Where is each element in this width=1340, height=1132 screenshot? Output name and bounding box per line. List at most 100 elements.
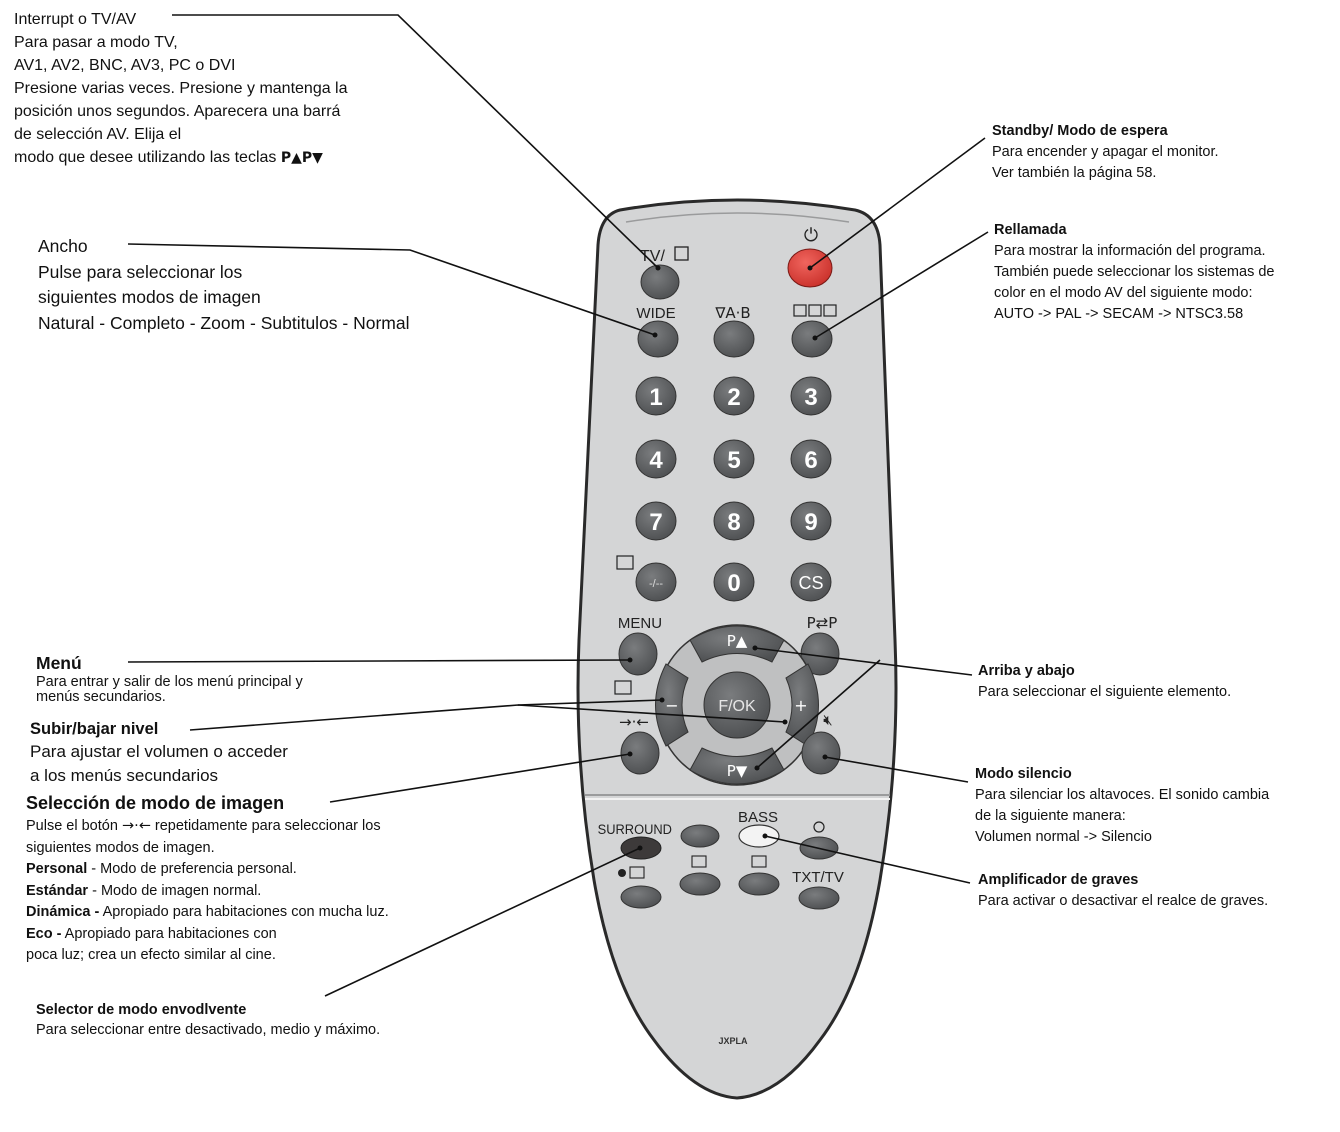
- leader-dot-vol-right: [782, 719, 788, 725]
- annotation-picture-intro-b: repetidamente para seleccionar los: [150, 818, 381, 834]
- teletext-button-2[interactable]: [679, 872, 721, 896]
- digit-7-button[interactable]: [635, 501, 677, 541]
- digit-9-label: 9: [804, 509, 817, 536]
- digit-1-label: 1: [649, 384, 662, 411]
- annotation-arriba-abajo: Arriba y abajo Para seleccionar el sigui…: [978, 661, 1231, 703]
- annotation-volume-title: Subir/bajar nivel: [30, 720, 159, 738]
- annotation-picture-mode-2: Estándar - Modo de imagen normal.: [26, 881, 389, 903]
- annotation-surround-title: Selector de modo envodlvente: [36, 1002, 247, 1018]
- cs-button[interactable]: [790, 562, 832, 602]
- bass-label: BASS: [738, 809, 778, 826]
- digit-0-button[interactable]: [713, 562, 755, 602]
- leader-dot-vol-left: [659, 697, 665, 703]
- leader-arriba: [754, 647, 973, 676]
- surround-label: SURROUND: [598, 822, 673, 838]
- annotation-menu-line-2: menús secundarios.: [36, 689, 166, 705]
- picture-mode-button[interactable]: [620, 731, 660, 775]
- mode-name-2: Estándar: [26, 882, 89, 899]
- txt-tv-button[interactable]: [798, 886, 840, 910]
- annotation-picture-mode-3: Dinámica - Apropiado para habitaciones c…: [26, 902, 389, 924]
- teletext-icon-1: [793, 304, 807, 317]
- mute-button[interactable]: [801, 731, 841, 775]
- digit-3-button[interactable]: [790, 376, 832, 416]
- teletext-reveal-icon: [751, 855, 767, 868]
- standby-icon: ⏻: [804, 225, 818, 246]
- volume-up-label: +: [794, 696, 807, 715]
- annotation-picture-intro-a: Pulse el botón: [26, 818, 122, 834]
- mode-name-1: Personal: [26, 861, 88, 877]
- fok-button[interactable]: [703, 671, 771, 739]
- annotation-mute-line-3: Volumen normal -> Silencio: [975, 829, 1152, 845]
- annotation-arriba-line-1: Para seleccionar el siguiente elemento.: [978, 684, 1232, 700]
- leader-ancho: [127, 243, 656, 336]
- leader-menu: [127, 659, 631, 663]
- annotation-tv-av-line-5: de selección AV. Elija el: [14, 126, 182, 143]
- annotation-rellamada-line-1: Para mostrar la información del programa…: [994, 243, 1266, 259]
- leader-dot-standby: [807, 265, 813, 271]
- annotation-volume-line-1: Para ajustar el volumen o acceder: [30, 742, 288, 761]
- wide-button[interactable]: [637, 320, 679, 358]
- p-up-button[interactable]: [689, 625, 785, 663]
- volume-down-button[interactable]: [655, 663, 689, 747]
- teletext-button-1[interactable]: [620, 885, 662, 909]
- leader-dot-ancho: [652, 332, 658, 338]
- digit-4-button[interactable]: [635, 439, 677, 479]
- annotation-surround: Selector de modo envodlvente Para selecc…: [36, 1000, 380, 1040]
- digit-8-button[interactable]: [713, 501, 755, 541]
- digit-1-button[interactable]: [635, 376, 677, 416]
- teletext-button-3[interactable]: [738, 872, 780, 896]
- annotation-standby-line-1: Para encender y apagar el monitor.: [992, 144, 1219, 160]
- ab-label: ∇A·B: [714, 304, 750, 322]
- leader-dot-down: [754, 765, 760, 771]
- leader-mute: [824, 756, 969, 783]
- annotation-rellamada: Rellamada Para mostrar la información de…: [994, 220, 1274, 325]
- digit-3-label: 3: [804, 384, 817, 411]
- teletext-icon-2: [808, 304, 822, 317]
- digit-6-label: 6: [804, 447, 817, 474]
- bass-button[interactable]: [738, 824, 780, 848]
- annotation-standby-title: Standby/ Modo de espera: [992, 123, 1168, 139]
- annotation-ancho: Ancho Pulse para seleccionar los siguien…: [38, 234, 410, 336]
- annotation-tv-av-line-4: posición unos segundos. Aparecera una ba…: [14, 103, 341, 120]
- p-down-button[interactable]: [689, 747, 785, 785]
- picture-mode-symbol: →·←: [619, 713, 649, 731]
- txt-tv-label: TXT/TV: [792, 869, 844, 886]
- leader-dot-surround: [637, 845, 643, 851]
- p-up-label: P▲: [727, 632, 748, 650]
- ab-button[interactable]: [713, 320, 755, 358]
- annotation-picture-mode: Selección de modo de imagen Pulse el bot…: [26, 790, 389, 967]
- digit-6-button[interactable]: [790, 439, 832, 479]
- digit-2-button[interactable]: [713, 376, 755, 416]
- annotation-mute-line-1: Para silenciar los altavoces. El sonido …: [975, 787, 1270, 803]
- leader-lines: [127, 14, 989, 997]
- colour-icon: [618, 869, 626, 877]
- tv-av-label: TV/: [640, 248, 665, 265]
- annotation-rellamada-line-2: También puede seleccionar los sistemas d…: [994, 264, 1275, 280]
- annotation-tv-av-line-6: modo que desee utilizando las teclas P▲P…: [14, 146, 348, 170]
- mode-desc-4: Apropiado para habitaciones con: [61, 925, 277, 942]
- menu-button[interactable]: [618, 632, 658, 676]
- remote-body-inner-edge: [625, 212, 850, 223]
- annotation-tv-av: Interrupt o TV/AV Para pasar a modo TV, …: [14, 8, 348, 170]
- annotation-bass: Amplificador de graves Para activar o de…: [978, 870, 1268, 912]
- mode-name-4: Eco -: [26, 925, 62, 942]
- annotation-menu-line-1: Para entrar y salir de los menú principa…: [36, 674, 303, 690]
- dash-button[interactable]: [635, 562, 677, 602]
- annotation-tv-av-title: Interrupt o TV/AV: [14, 11, 137, 28]
- annotation-standby: Standby/ Modo de espera Para encender y …: [992, 121, 1219, 184]
- annotation-tv-av-line-2: AV1, AV2, BNC, AV3, PC o DVI: [14, 57, 236, 74]
- mode-desc-1: - Modo de preferencia personal.: [87, 861, 297, 877]
- leader-volume-left: [517, 699, 663, 706]
- digit-5-button[interactable]: [713, 439, 755, 479]
- blank-button-top[interactable]: [680, 824, 720, 848]
- annotation-mute-title: Modo silencio: [975, 766, 1072, 782]
- timer-icon: [813, 821, 825, 833]
- digit-4-label: 4: [649, 447, 663, 474]
- tv-av-button[interactable]: [640, 264, 680, 300]
- digit-9-button[interactable]: [790, 501, 832, 541]
- recall-button[interactable]: [791, 320, 833, 358]
- annotation-picture-mode-4: Eco - Apropiado para habitaciones con: [26, 924, 389, 946]
- leader-dot-picture: [627, 751, 633, 757]
- annotation-surround-line-1: Para seleccionar entre desactivado, medi…: [36, 1022, 381, 1038]
